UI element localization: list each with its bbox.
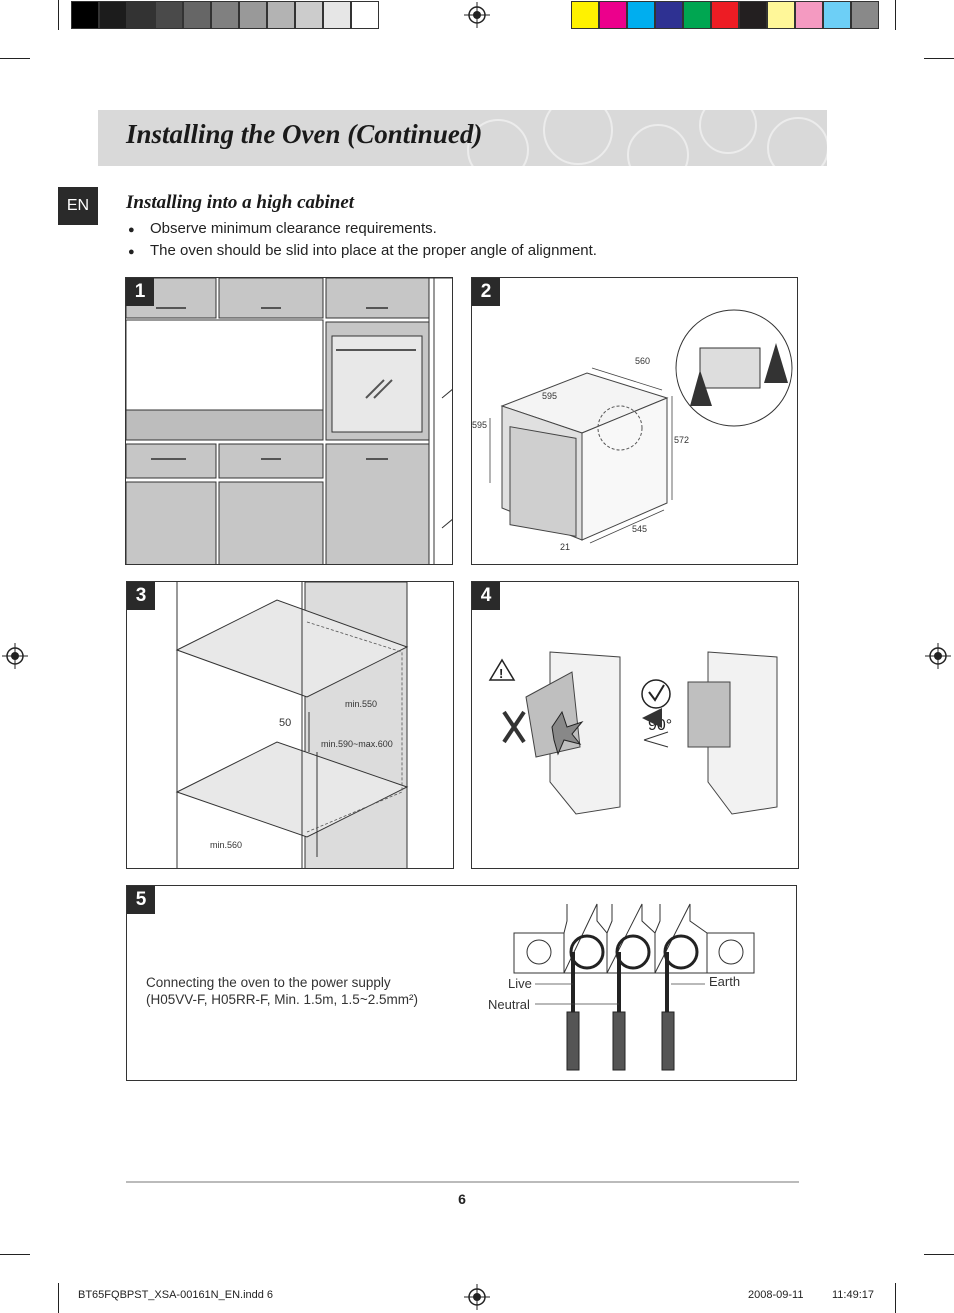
color-swatch: [627, 1, 655, 29]
file-name: BT65FQBPST_XSA-00161N_EN.indd 6: [78, 1289, 274, 1301]
print-time: 11:49:17: [832, 1289, 875, 1301]
color-swatch: [711, 1, 739, 29]
crop-mark: [0, 1254, 30, 1255]
crop-mark: [0, 58, 30, 59]
color-swatch: [767, 1, 795, 29]
process-color-bar: [571, 1, 879, 29]
power-supply-text: Connecting the oven to the power supply …: [146, 975, 418, 1007]
print-date: 2008-09-11: [748, 1289, 804, 1301]
neutral-label: Neutral: [488, 997, 530, 1012]
registration-mark-left: [2, 643, 28, 669]
tomato-watermark-icon: [467, 110, 827, 166]
dim-gap: 50: [279, 717, 291, 729]
panel-number: 5: [127, 886, 155, 914]
live-label: Live: [508, 976, 532, 991]
color-swatch: [599, 1, 627, 29]
figure-panel-3: 3 50 min.550 min.590~max.600 min.560: [126, 581, 454, 869]
panel-number: 3: [127, 582, 155, 610]
color-swatch: [739, 1, 767, 29]
panel-number: 1: [126, 278, 154, 306]
panel-number: 4: [472, 582, 500, 610]
page-number: 6: [458, 1191, 466, 1207]
color-swatch: [267, 1, 295, 29]
crop-mark: [58, 0, 59, 30]
color-swatch: [683, 1, 711, 29]
color-swatch: [239, 1, 267, 29]
oven-dimension-drawing: 560 595 595 572 545 21: [472, 309, 793, 552]
dim-top-width: 595: [542, 391, 557, 401]
svg-text:!: !: [499, 666, 503, 681]
color-swatch: [183, 1, 211, 29]
bullet-item: ●Observe minimum clearance requirements.: [128, 220, 437, 237]
color-swatch: [127, 1, 155, 29]
figure-panel-1: 1: [125, 277, 453, 565]
color-swatch: [211, 1, 239, 29]
dim-side-height: 572: [674, 435, 689, 445]
panel-number: 2: [472, 278, 500, 306]
color-swatch: [571, 1, 599, 29]
color-swatch: [823, 1, 851, 29]
color-swatch: [99, 1, 127, 29]
crop-mark: [895, 1283, 896, 1313]
grayscale-color-bar: [71, 1, 379, 29]
color-swatch: [71, 1, 99, 29]
dim-front-height: 595: [472, 420, 487, 430]
footer-rule: [126, 1181, 799, 1183]
language-badge: EN: [58, 187, 98, 225]
color-swatch: [795, 1, 823, 29]
color-swatch: [655, 1, 683, 29]
registration-mark-top: [464, 2, 490, 28]
color-swatch: [155, 1, 183, 29]
crop-mark: [58, 1283, 59, 1313]
check-icon: [641, 679, 671, 709]
dim-depth-bottom: min.560: [210, 840, 242, 850]
figure-panel-4: 4 ! 90°: [471, 581, 799, 869]
registration-mark-right: [925, 643, 951, 669]
header-band: Installing the Oven (Continued): [98, 110, 827, 166]
cabinet-clearance-drawing: 50 min.550 min.590~max.600 min.560: [175, 582, 409, 868]
color-swatch: [851, 1, 879, 29]
warning-icon: [488, 658, 516, 681]
section-title: Installing into a high cabinet: [126, 192, 355, 213]
color-swatch: [323, 1, 351, 29]
bullet-item: ●The oven should be slid into place at t…: [128, 242, 597, 259]
color-swatch: [295, 1, 323, 29]
earth-label: Earth: [709, 974, 741, 989]
oven-alignment-drawing: ! 90°: [488, 651, 778, 815]
figure-panel-2: 2 560 595 595 572 545 21: [471, 277, 798, 565]
dim-front-offset: 21: [560, 542, 570, 552]
figure-panel-5: 5 Connecting the oven to the power suppl…: [126, 885, 797, 1081]
dim-bottom-depth: 545: [632, 524, 647, 534]
crop-mark: [895, 0, 896, 30]
registration-mark-bottom: [464, 1284, 490, 1310]
cabinet-illustration: [126, 278, 452, 564]
dim-top-depth: 560: [635, 356, 650, 366]
crop-mark: [924, 58, 954, 59]
dim-depth-top: min.550: [345, 699, 377, 709]
dim-height-range: min.590~max.600: [321, 739, 393, 749]
page-title: Installing the Oven (Continued): [126, 119, 483, 149]
terminal-block-drawing: [513, 903, 755, 1071]
color-swatch: [351, 1, 379, 29]
crop-mark: [924, 1254, 954, 1255]
